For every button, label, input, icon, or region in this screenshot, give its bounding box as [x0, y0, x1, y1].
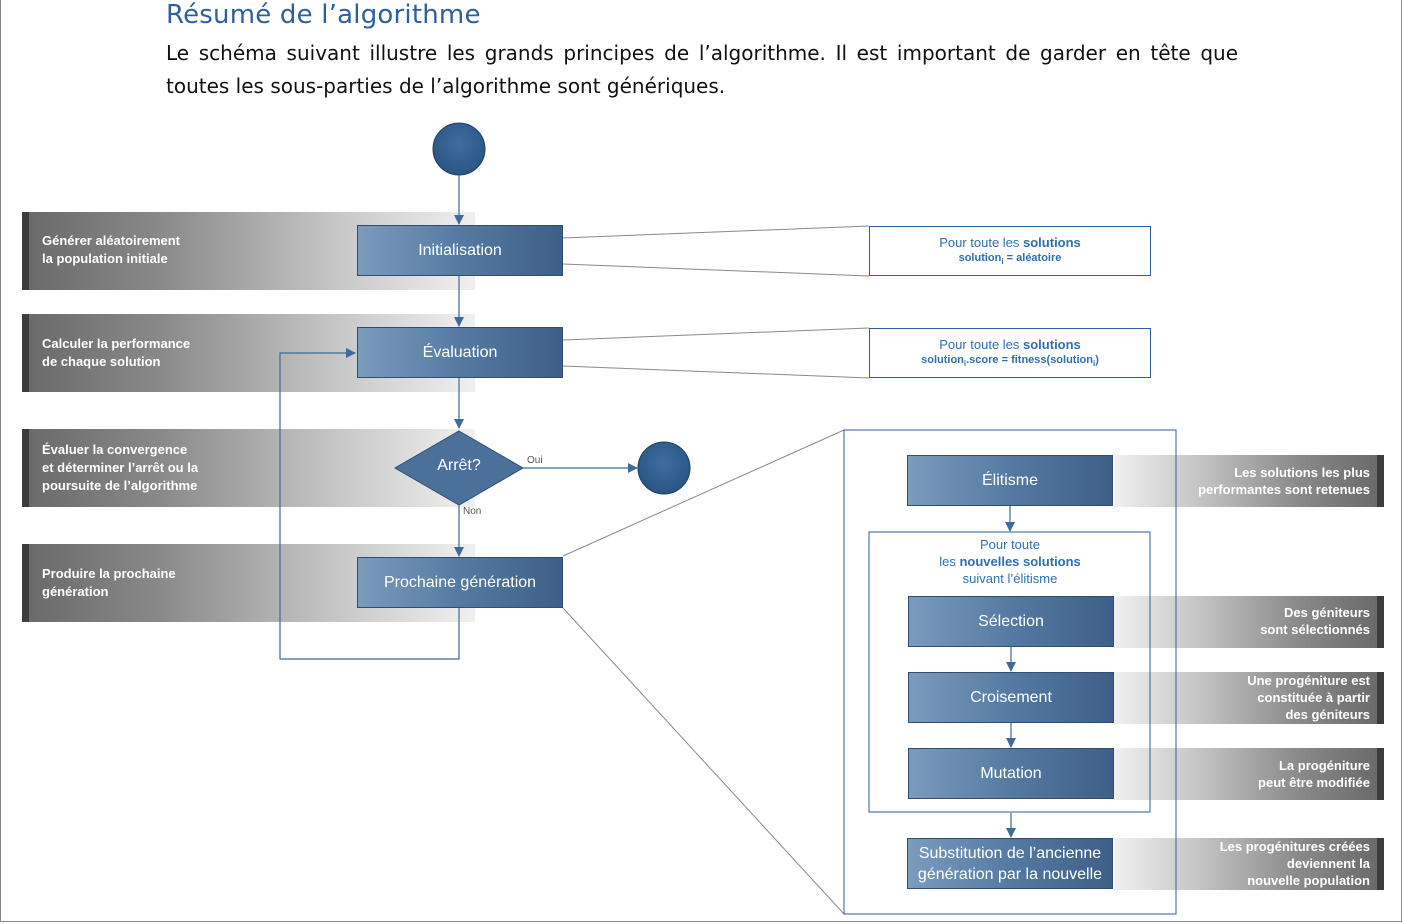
- next-generation-box: Prochaine génération: [357, 557, 563, 608]
- intro-paragraph: Le schéma suivant illustre les grands pr…: [166, 41, 1238, 98]
- stop-decision-label: Arrêt?: [437, 457, 481, 474]
- evaluation-box: Évaluation: [357, 327, 563, 378]
- band-text: Produire la prochaine génération: [42, 566, 176, 599]
- no-label: Non: [463, 506, 482, 517]
- end-node-circle: [637, 441, 691, 495]
- band-text: Évaluer la convergence et déterminer l’a…: [42, 442, 199, 493]
- band-substitution: Les progénitures créées deviennent la no…: [1114, 838, 1384, 890]
- band-elitism: Les solutions les plus performantes sont…: [1114, 455, 1384, 507]
- band-stop: Évaluer la convergence et déterminer l’a…: [22, 429, 475, 507]
- band-selection: Des géniteurs sont sélectionnés: [1114, 596, 1384, 648]
- band-text: Générer aléatoirement la population init…: [42, 233, 181, 266]
- band-mutation: La progéniture peut être modifiée: [1114, 748, 1384, 800]
- band-crossover: Une progéniture est constituée à partir …: [1114, 672, 1384, 724]
- section-title: Résumé de l’algorithme: [166, 0, 481, 30]
- detail-box: [843, 429, 1177, 915]
- mutation-box: Mutation: [908, 748, 1114, 799]
- init-note: Pour toute les solutions solutioni = alé…: [869, 226, 1151, 276]
- substitution-box: Substitution de l’ancienne génération pa…: [907, 838, 1113, 889]
- start-node-circle: [432, 122, 486, 176]
- eval-note: Pour toute les solutions solutioni.score…: [869, 328, 1151, 378]
- loop-box: [868, 531, 1151, 813]
- yes-label: Oui: [527, 455, 543, 466]
- selection-box: Sélection: [908, 596, 1114, 647]
- crossover-box: Croisement: [908, 672, 1114, 723]
- foreach-new-solutions-label: Pour toute les nouvelles solutions suiva…: [939, 537, 1081, 586]
- elitism-box: Élitisme: [907, 455, 1113, 506]
- band-text: Calculer la performance de chaque soluti…: [42, 336, 191, 369]
- initialisation-box: Initialisation: [357, 225, 563, 276]
